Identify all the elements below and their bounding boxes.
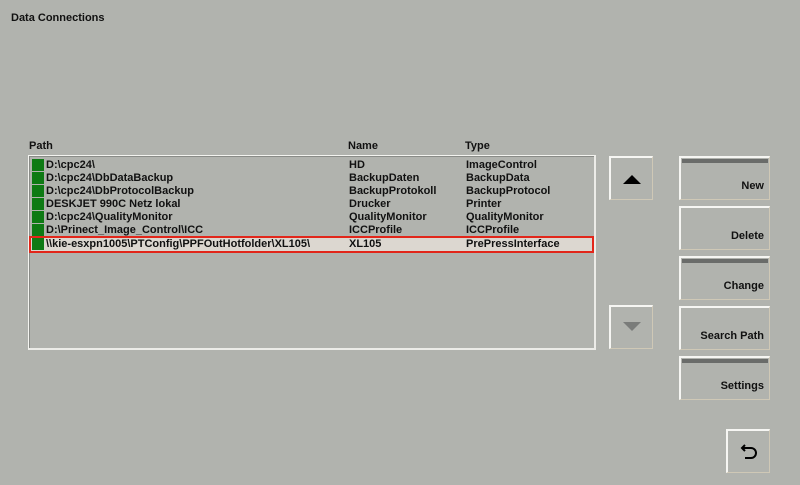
- back-button[interactable]: [726, 429, 770, 473]
- new-button-label: New: [741, 180, 764, 192]
- row-type: QualityMonitor: [466, 211, 544, 223]
- scroll-up-button[interactable]: [609, 156, 653, 200]
- row-path: D:\cpc24\DbDataBackup: [46, 172, 174, 184]
- row-type: ICCProfile: [466, 224, 520, 236]
- row-path: DESKJET 990C Netz lokal: [46, 198, 181, 210]
- status-indicator-icon: [32, 198, 44, 210]
- row-path: D:\Prinect_Image_Control\ICC: [46, 224, 204, 236]
- row-type: ImageControl: [466, 159, 537, 171]
- row-path: D:\cpc24\: [46, 159, 95, 171]
- table-row-selected[interactable]: \\kie-esxpn1005\PTConfig\PPFOutHotfolder…: [29, 236, 594, 253]
- undo-arrow-icon: [740, 444, 757, 459]
- triangle-down-icon: [623, 322, 641, 331]
- column-header-type: Type: [465, 140, 490, 152]
- table-row[interactable]: D:\cpc24\DbDataBackup BackupDaten Backup…: [31, 172, 592, 185]
- button-header-bar: [682, 259, 768, 263]
- table-row[interactable]: D:\cpc24\ HD ImageControl: [31, 159, 592, 172]
- row-type: PrePressInterface: [466, 238, 560, 250]
- status-indicator-icon: [32, 159, 44, 171]
- table-row[interactable]: D:\cpc24\QualityMonitor QualityMonitor Q…: [31, 211, 592, 224]
- table-row[interactable]: DESKJET 990C Netz lokal Drucker Printer: [31, 198, 592, 211]
- status-indicator-icon: [32, 224, 44, 236]
- change-button-label: Change: [723, 280, 764, 292]
- row-name: BackupProtokoll: [349, 185, 437, 197]
- search-path-button-label: Search Path: [700, 330, 764, 342]
- change-button[interactable]: Change: [679, 256, 770, 300]
- scroll-down-button[interactable]: [609, 305, 653, 349]
- delete-button[interactable]: Delete: [679, 206, 770, 250]
- search-path-button[interactable]: Search Path: [679, 306, 770, 350]
- row-name: Drucker: [349, 198, 391, 210]
- status-indicator-icon: [32, 211, 44, 223]
- row-name: HD: [349, 159, 365, 171]
- column-header-name: Name: [348, 140, 378, 152]
- triangle-up-icon: [623, 175, 641, 184]
- button-header-bar: [682, 359, 768, 363]
- row-path: D:\cpc24\DbProtocolBackup: [46, 185, 194, 197]
- status-indicator-icon: [32, 238, 44, 250]
- status-indicator-icon: [32, 185, 44, 197]
- row-path: \\kie-esxpn1005\PTConfig\PPFOutHotfolder…: [46, 238, 311, 250]
- connections-list[interactable]: D:\cpc24\ HD ImageControl D:\cpc24\DbDat…: [28, 155, 596, 350]
- button-header-bar: [682, 159, 768, 163]
- page-title: Data Connections: [11, 12, 105, 24]
- row-name: QualityMonitor: [349, 211, 427, 223]
- row-type: BackupData: [466, 172, 530, 184]
- settings-button[interactable]: Settings: [679, 356, 770, 400]
- status-indicator-icon: [32, 172, 44, 184]
- settings-button-label: Settings: [720, 380, 764, 392]
- row-type: Printer: [466, 198, 502, 210]
- table-row[interactable]: D:\cpc24\DbProtocolBackup BackupProtokol…: [31, 185, 592, 198]
- new-button[interactable]: New: [679, 156, 770, 200]
- row-name: XL105: [349, 238, 382, 250]
- row-name: ICCProfile: [349, 224, 403, 236]
- row-name: BackupDaten: [349, 172, 420, 184]
- row-type: BackupProtocol: [466, 185, 551, 197]
- row-path: D:\cpc24\QualityMonitor: [46, 211, 173, 223]
- table-row[interactable]: D:\Prinect_Image_Control\ICC ICCProfile …: [31, 224, 592, 237]
- delete-button-label: Delete: [730, 230, 764, 242]
- column-header-path: Path: [29, 140, 53, 152]
